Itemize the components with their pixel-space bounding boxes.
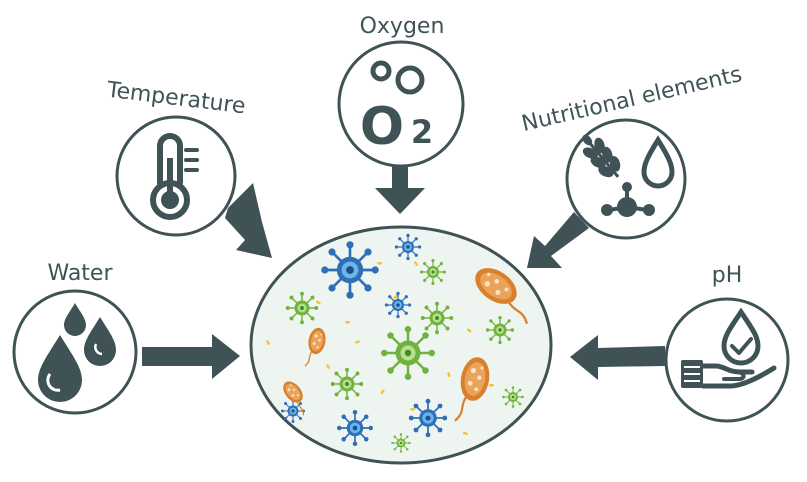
green-microbe bbox=[379, 324, 437, 382]
green-microbe bbox=[330, 367, 364, 401]
green-microbe bbox=[485, 315, 515, 345]
arrow-temperature bbox=[225, 183, 272, 258]
temperature-node: Temperature bbox=[105, 77, 247, 237]
blue-microbe bbox=[319, 239, 381, 301]
arrow-oxygen bbox=[375, 160, 425, 214]
ph-circle bbox=[664, 297, 790, 423]
blue-microbe bbox=[280, 398, 306, 424]
water-node: Water bbox=[12, 261, 138, 415]
nutritional-node: Nutritional elements bbox=[519, 62, 744, 240]
yellow-particles bbox=[266, 261, 494, 436]
green-microbe bbox=[420, 301, 454, 335]
oxygen-label: Oxygen bbox=[360, 14, 445, 39]
water-drops-icon bbox=[38, 303, 116, 402]
green-microbe bbox=[285, 291, 319, 325]
o2-bubbles-icon: O 2 bbox=[360, 60, 433, 157]
green-microbe bbox=[390, 432, 412, 454]
green-microbe bbox=[419, 258, 447, 286]
microbe-cluster bbox=[266, 233, 544, 454]
blue-microbe bbox=[336, 409, 374, 447]
thermometer-icon bbox=[150, 133, 199, 220]
arrow-nutritional bbox=[527, 212, 589, 268]
arrow-water bbox=[142, 334, 240, 379]
temperature-label: Temperature bbox=[105, 77, 247, 119]
ph-node: pH bbox=[664, 263, 790, 423]
oxygen-node: Oxygen O 2 bbox=[337, 14, 465, 168]
temperature-circle bbox=[115, 115, 237, 237]
o2-letter: O bbox=[360, 97, 404, 157]
green-microbe bbox=[501, 385, 525, 409]
leaf-drop-molecule-icon bbox=[582, 134, 675, 217]
oxygen-circle bbox=[337, 40, 465, 168]
ph-label: pH bbox=[712, 263, 743, 288]
hand-drop-check-icon bbox=[681, 307, 777, 389]
blue-microbe bbox=[407, 397, 449, 439]
o2-subscript: 2 bbox=[411, 113, 433, 151]
blue-microbe bbox=[394, 233, 422, 261]
water-label: Water bbox=[47, 261, 113, 286]
blue-microbe bbox=[384, 291, 412, 319]
arrow-ph bbox=[570, 335, 665, 380]
